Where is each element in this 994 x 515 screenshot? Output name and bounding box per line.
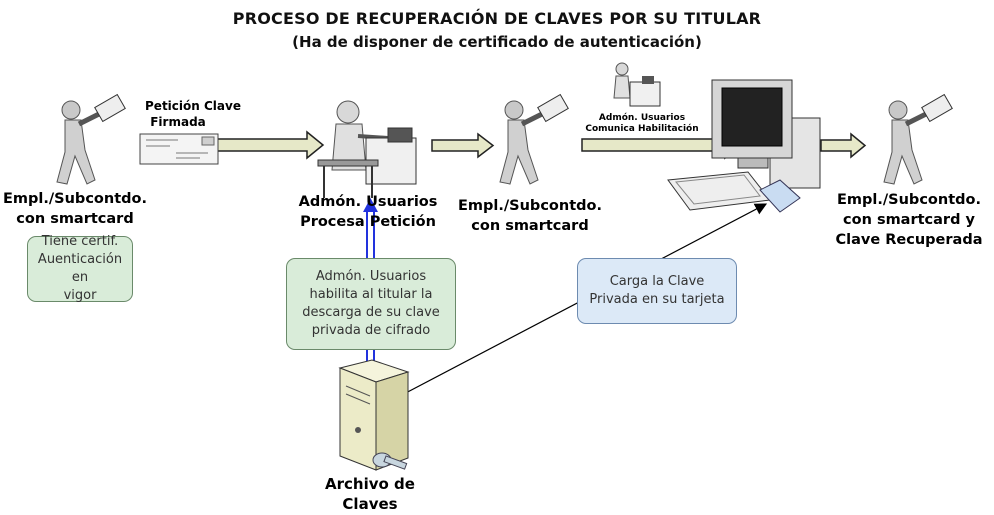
computer-icon	[667, 79, 821, 213]
admin-comm-label: Admón. Usuarios Comunica Habilitación	[572, 113, 712, 135]
archive-label-line1: Archivo de	[325, 475, 415, 493]
enable-note-line2: habilita al titular la	[309, 287, 433, 302]
load-key-note-line2: Privada en su tarjeta	[589, 292, 725, 307]
flow-arrow-1	[215, 130, 325, 160]
employee-label-3: Empl./Subcontdo. con smartcard y Clave R…	[826, 190, 992, 250]
request-label: Petición Clave Firmada	[128, 98, 258, 130]
certificate-note-line1: Tiene certif.	[41, 234, 119, 249]
employee-icon-3	[883, 93, 953, 185]
archive-label: Archivo de Claves	[305, 474, 435, 514]
employee-label-1-line1: Empl./Subcontdo.	[3, 191, 147, 207]
diagram-subtitle: (Ha de disponer de certificado de autent…	[292, 33, 702, 51]
admin-comm-line1: Admón. Usuarios	[598, 113, 686, 123]
employee-label-3-line1: Empl./Subcontdo.	[837, 192, 981, 208]
admin-label: Admón. Usuarios Procesa Petición	[283, 192, 453, 232]
admin-desk-icon	[317, 100, 417, 198]
flow-arrow-4	[820, 132, 867, 159]
key-icon	[372, 452, 408, 470]
employee-label-1-line2: con smartcard	[16, 211, 134, 227]
employee-label-2: Empl./Subcontdo. con smartcard	[450, 196, 610, 236]
load-key-note: Carga la Clave Privada en su tarjeta	[577, 258, 737, 324]
enable-note-line4: privada de cifrado	[311, 323, 431, 338]
enable-note-line3: descarga de su clave	[302, 305, 440, 320]
employee-icon-2	[499, 93, 569, 185]
employee-icon-1	[56, 93, 126, 185]
employee-label-3-line3: Clave Recuperada	[835, 232, 983, 248]
admin-label-line1: Admón. Usuarios	[298, 194, 438, 210]
certificate-note-line2: Auenticación en	[37, 252, 123, 285]
request-label-line2: Firmada	[150, 115, 206, 129]
employee-label-2-line1: Empl./Subcontdo.	[458, 198, 602, 214]
load-key-note-line1: Carga la Clave	[609, 274, 705, 289]
certificate-note-line3: vigor	[63, 288, 97, 303]
server-icon	[338, 359, 410, 471]
flow-arrow-2	[431, 132, 495, 159]
enable-note: Admón. Usuarios habilita al titular la d…	[286, 258, 456, 350]
employee-label-3-line2: con smartcard y	[843, 212, 975, 228]
admin-label-line2: Procesa Petición	[300, 214, 436, 230]
employee-label-1: Empl./Subcontdo. con smartcard	[0, 189, 150, 229]
request-label-line1: Petición Clave	[145, 99, 241, 113]
archive-label-line2: Claves	[342, 495, 398, 513]
diagram-title: PROCESO DE RECUPERACIÓN DE CLAVES POR SU…	[232, 9, 762, 28]
admin-comm-line2: Comunica Habilitación	[585, 124, 699, 134]
admin-small-icon	[613, 62, 661, 107]
employee-label-2-line2: con smartcard	[471, 218, 589, 234]
certificate-note: Tiene certif. Auenticación en vigor	[27, 234, 133, 303]
envelope-icon	[139, 133, 219, 165]
enable-note-line1: Admón. Usuarios	[315, 269, 427, 284]
